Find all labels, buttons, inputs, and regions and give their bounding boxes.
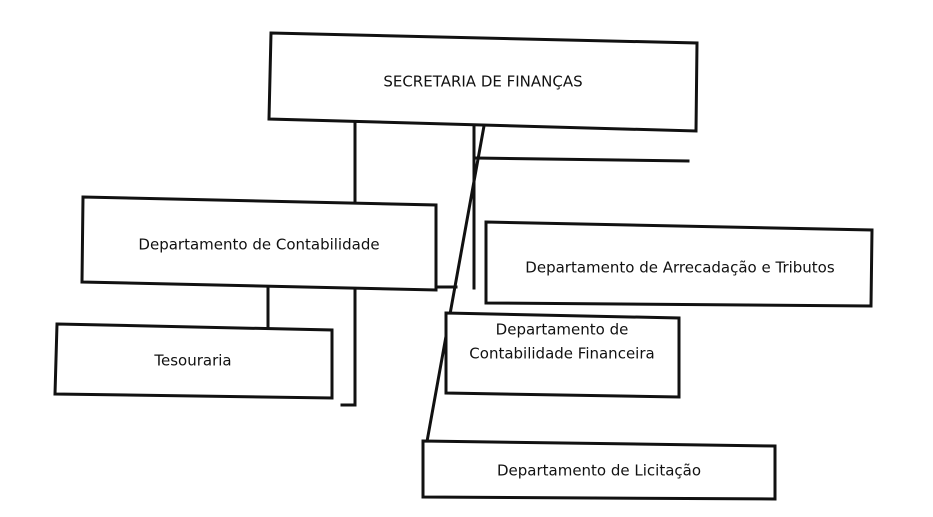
node-arrecadacao-label: Departamento de Arrecadação e Tributos [525, 259, 835, 277]
connector-secretaria-right-branch [474, 156, 690, 163]
node-secretaria-label: SECRETARIA DE FINANÇAS [383, 73, 582, 91]
node-contabilidade-financeira: Departamento de Contabilidade Financeira [444, 311, 681, 399]
node-tesouraria-label: Tesouraria [153, 352, 231, 370]
node-arrecadacao-box [484, 220, 874, 308]
node-secretaria-box [267, 31, 699, 133]
node-contabilidade-financeira-label-line2: Contabilidade Financeira [469, 345, 654, 363]
node-secretaria: SECRETARIA DE FINANÇAS [267, 31, 699, 133]
connector-secretaria-licitacao-diagonal [424, 124, 486, 449]
node-arrecadacao: Departamento de Arrecadação e Tributos [484, 220, 874, 308]
node-licitacao-label: Departamento de Licitação [497, 462, 701, 480]
node-tesouraria: Tesouraria [53, 322, 334, 400]
node-contabilidade-financeira-box [444, 311, 681, 399]
node-licitacao: Departamento de Licitação [421, 439, 777, 501]
node-contabilidade-financeira-label-line1: Departamento de [496, 321, 629, 339]
node-tesouraria-box [53, 322, 334, 400]
node-contabilidade-box [80, 195, 438, 292]
node-contabilidade: Departamento de Contabilidade [80, 195, 438, 292]
node-licitacao-box [421, 439, 777, 501]
node-contabilidade-label: Departamento de Contabilidade [138, 236, 379, 254]
